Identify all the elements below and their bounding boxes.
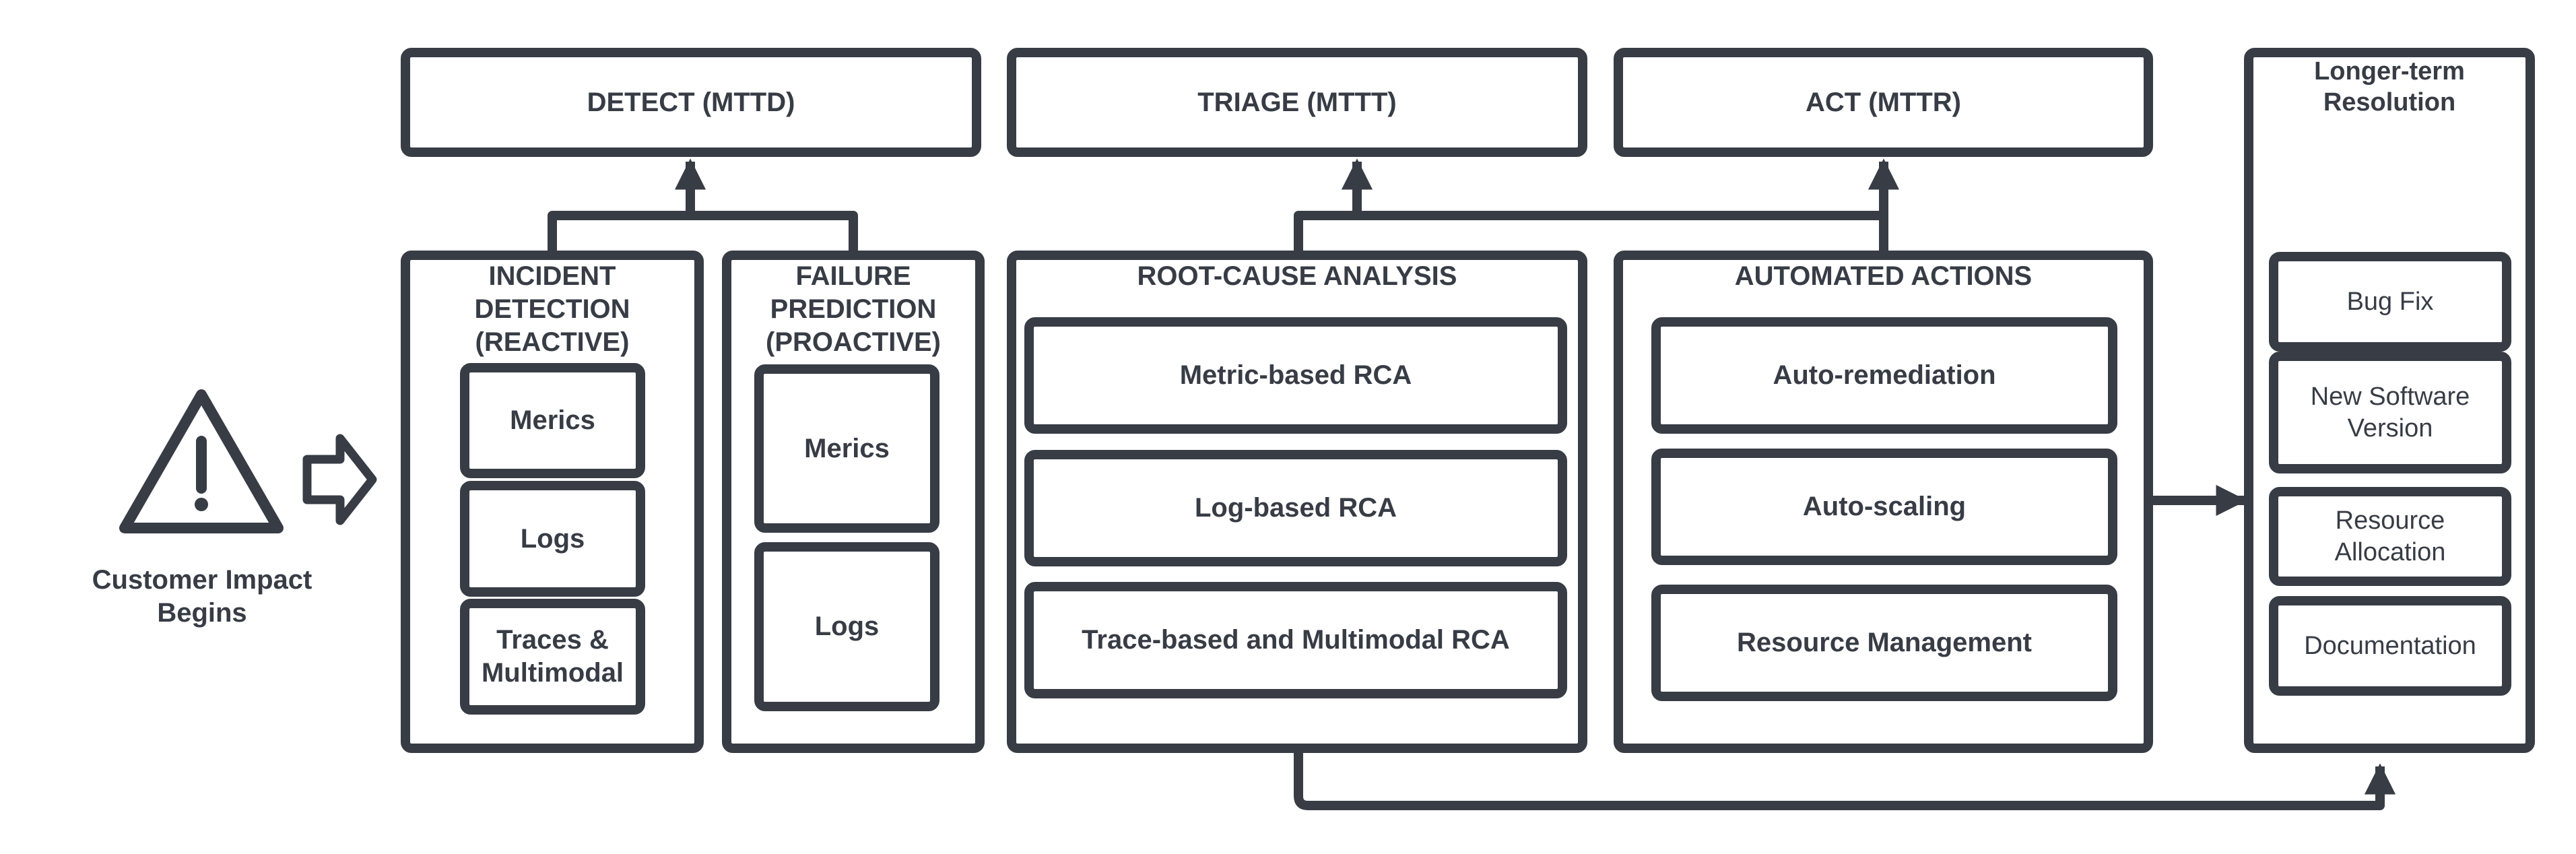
resource-allocation-box	[2269, 487, 2511, 586]
arrow-rca-to-resolution	[1294, 750, 2396, 810]
prediction-logs-label: Logs	[814, 612, 880, 642]
incident-detection-title: INCIDENT DETECTION (REACTIVE)	[474, 261, 630, 357]
resource-management-box	[1651, 585, 2117, 701]
act-stage-box	[1614, 48, 2153, 157]
prediction-logs-box	[754, 542, 939, 711]
act-stage-label: ACT (MTTR)	[1805, 87, 1962, 117]
auto-scaling-label: Auto-scaling	[1802, 492, 1967, 522]
trace-rca-box	[1024, 582, 1567, 698]
metric-rca-box	[1024, 317, 1567, 434]
trace-rca-label: Trace-based and Multimodal RCA	[1082, 625, 1510, 655]
connector-detect-merge	[548, 211, 858, 253]
incident-traces-label: Traces & Multimodal	[481, 625, 624, 688]
warning-triangle-icon	[119, 389, 284, 533]
resource-management-label: Resource Management	[1737, 628, 2032, 658]
prediction-metrics-label: Merics	[804, 433, 890, 463]
root-cause-analysis-title: ROOT-CAUSE ANALYSIS	[1137, 261, 1457, 291]
metric-rca-label: Metric-based RCA	[1179, 360, 1412, 391]
bug-fix-box	[2269, 252, 2511, 352]
detect-stage-label: DETECT (MTTD)	[587, 87, 795, 117]
auto-remediation-label: Auto-remediation	[1773, 360, 1996, 391]
automated-actions-title: AUTOMATED ACTIONS	[1734, 261, 2033, 291]
log-rca-box	[1024, 450, 1567, 566]
new-software-version-label: New Software Version	[2310, 383, 2470, 442]
connector-triage-act-merge	[1294, 211, 1888, 253]
bug-fix-label: Bug Fix	[2346, 287, 2434, 316]
resource-allocation-label: Resource Allocation	[2334, 506, 2446, 566]
failure-prediction-title: FAILURE PREDICTION (PROACTIVE)	[766, 261, 941, 357]
longer-term-resolution-title: Longer-term Resolution	[2314, 57, 2465, 117]
incident-metrics-box	[460, 363, 645, 478]
documentation-box	[2269, 596, 2511, 696]
incident-metrics-label: Merics	[510, 405, 595, 436]
incident-traces-box	[460, 599, 645, 715]
documentation-label: Documentation	[2304, 631, 2476, 660]
auto-remediation-box	[1651, 317, 2117, 434]
log-rca-label: Log-based RCA	[1195, 493, 1397, 523]
triage-stage-box	[1007, 48, 1587, 157]
new-software-version-box	[2269, 352, 2511, 473]
incident-logs-label: Logs	[520, 523, 585, 554]
hollow-right-arrow-icon	[302, 434, 377, 525]
prediction-metrics-box	[754, 364, 939, 533]
triage-stage-label: TRIAGE (MTTT)	[1197, 87, 1397, 117]
auto-scaling-box	[1651, 449, 2117, 565]
customer-impact-label: Customer Impact Begins	[92, 565, 312, 628]
warning-dot	[195, 498, 208, 511]
detect-stage-box	[401, 48, 981, 157]
incident-logs-box	[460, 481, 645, 597]
